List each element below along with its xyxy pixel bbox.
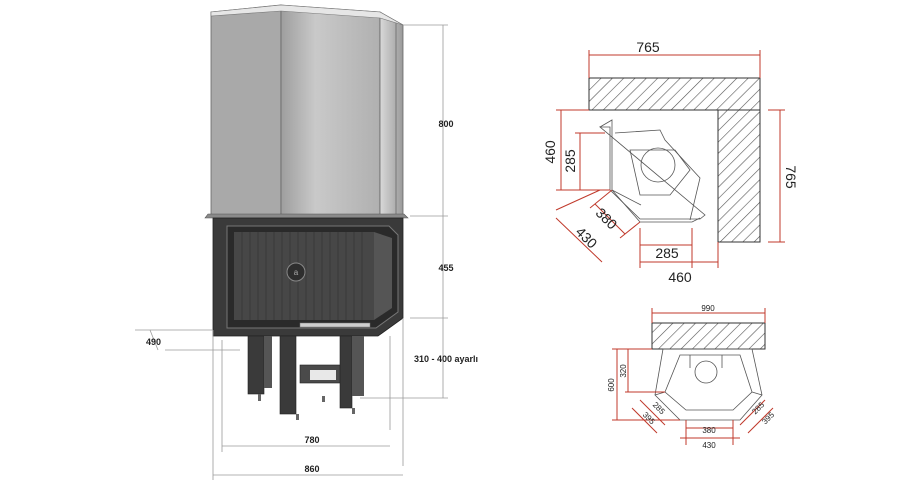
hood [210, 4, 404, 217]
svg-text:a: a [294, 268, 299, 277]
wall-hatch-right [717, 109, 761, 243]
dim-b-diag-left-inner: 285 [651, 400, 667, 416]
dim-bottom-inner: 285 [655, 245, 679, 261]
dim-b-bottom-outer: 430 [702, 441, 716, 450]
dim-diag-inner: 380 [593, 205, 621, 233]
dim-leg-range: 310 - 400 ayarlı [414, 354, 478, 364]
dim-b-left-outer: 600 [607, 378, 616, 392]
dim-b-top-width: 990 [701, 304, 715, 313]
wall-hatch-top [588, 77, 761, 111]
dim-body-height: 455 [438, 263, 453, 273]
dim-outer-width: 860 [304, 464, 319, 474]
dim-b-diag-right-inner: 285 [750, 400, 766, 416]
logo-medallion [286, 262, 306, 282]
dim-b-diag-right-outer: 395 [760, 410, 776, 426]
dimension-lines [135, 24, 448, 480]
plan-bottom: 990 600 320 285 395 285 395 380 430 [607, 304, 777, 450]
plan-top-red-dims [555, 50, 785, 268]
dim-b-diag-left-outer: 395 [641, 410, 657, 426]
dim-left-height: 460 [542, 140, 558, 164]
firebox-body: a [212, 217, 404, 337]
dim-right-height: 765 [783, 165, 799, 189]
wall-hatch-back [651, 322, 766, 350]
dim-diag-outer: 430 [573, 224, 601, 252]
plan-top: 765 765 460 285 380 430 285 460 [542, 39, 799, 285]
dim-bottom-outer: 460 [668, 269, 692, 285]
dim-inner-width: 780 [304, 435, 319, 445]
dim-b-bottom-inner: 380 [702, 426, 716, 435]
collar-plate [204, 213, 409, 219]
dim-top-width: 765 [636, 39, 660, 55]
door-handle [299, 322, 371, 328]
dim-b-left-inner: 320 [619, 364, 628, 378]
dim-left-inner: 285 [562, 149, 578, 173]
fireplace-elevation: a [135, 4, 478, 480]
legs [247, 335, 364, 420]
plan-bottom-red-dims [612, 308, 774, 445]
dim-side-depth: 490 [146, 337, 161, 347]
dim-hood-height: 800 [438, 119, 453, 129]
